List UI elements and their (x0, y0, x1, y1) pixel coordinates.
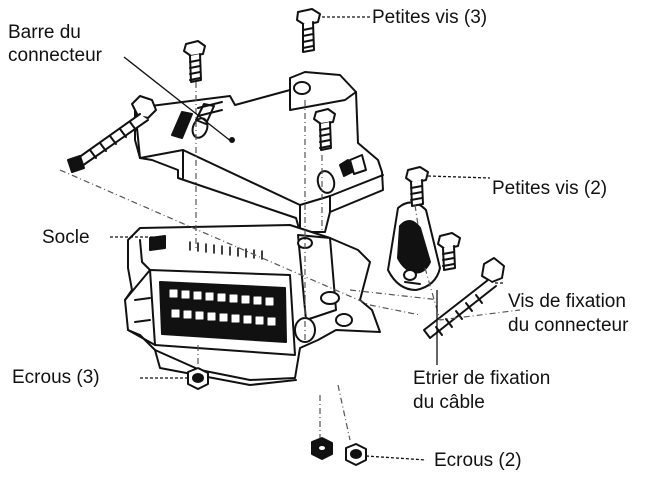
label-vis-fixation-line2: du connecteur (508, 315, 629, 336)
label-barre-line2: connecteur (8, 45, 103, 66)
leader-lines (110, 16, 505, 461)
top-screws (67, 8, 336, 173)
connector-cover (134, 71, 384, 233)
right-screws (405, 166, 505, 339)
label-ecrous-2: Ecrous (2) (434, 450, 522, 471)
connector-base (124, 224, 381, 386)
label-socle: Socle (42, 227, 90, 248)
label-barre-line1: Barre du (8, 22, 81, 43)
label-etrier-line2: du câble (413, 392, 485, 413)
label-ecrous-3: Ecrous (3) (12, 367, 100, 388)
label-petites-vis-2: Petites vis (2) (492, 178, 608, 199)
cable-clamp (387, 201, 441, 291)
nuts (187, 367, 367, 466)
label-vis-fixation-line1: Vis de fixation (508, 291, 626, 312)
label-etrier-line1: Etrier de fixation (413, 368, 551, 389)
label-petites-vis-3: Petites vis (3) (372, 7, 488, 28)
assembly-lines (59, 82, 521, 441)
